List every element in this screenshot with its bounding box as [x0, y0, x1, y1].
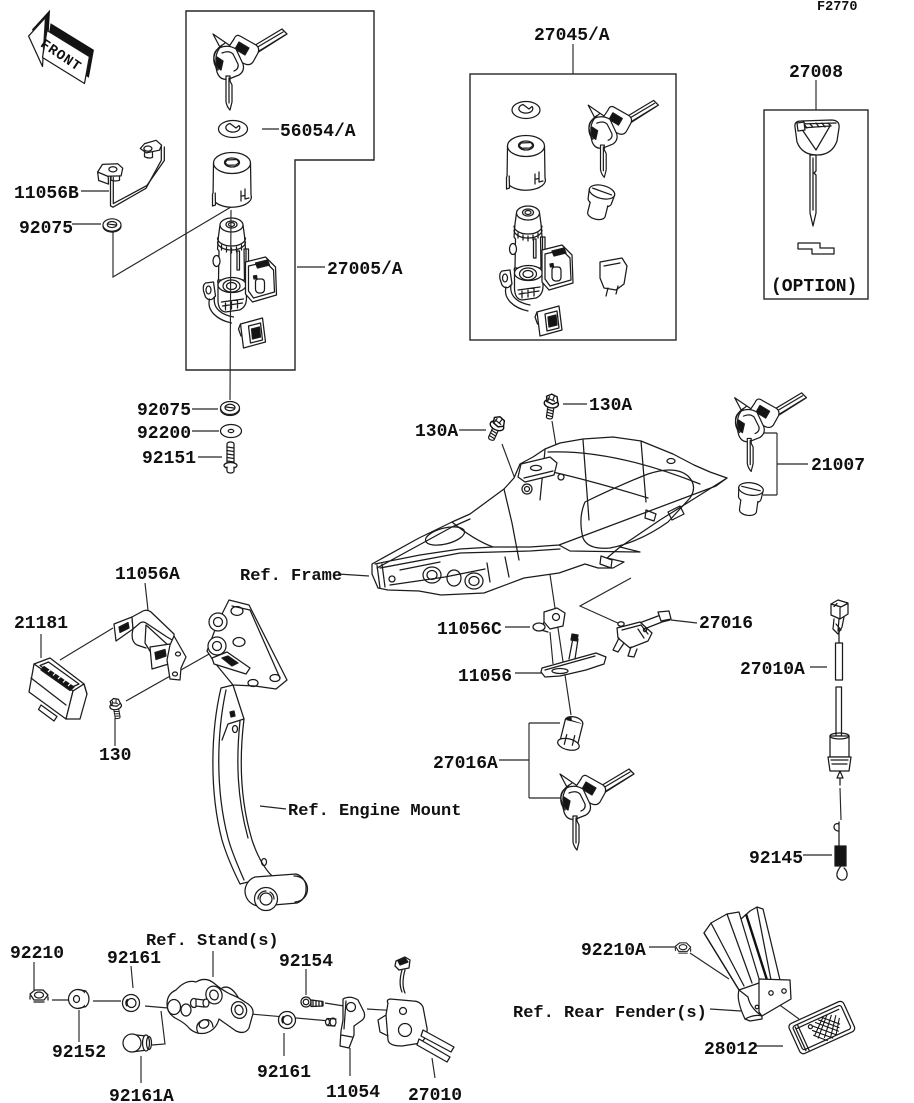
svg-text:21007: 21007	[811, 456, 865, 476]
svg-text:F2770: F2770	[817, 0, 858, 15]
svg-text:27010: 27010	[408, 1086, 462, 1103]
svg-text:92200: 92200	[137, 424, 191, 444]
svg-text:92075: 92075	[137, 401, 191, 421]
svg-text:27010A: 27010A	[740, 660, 805, 680]
svg-text:56054/A: 56054/A	[280, 122, 356, 142]
svg-text:27005/A: 27005/A	[327, 260, 403, 280]
svg-text:Ref. Engine Mount: Ref. Engine Mount	[288, 802, 461, 821]
svg-text:21181: 21181	[14, 614, 68, 634]
svg-text:Ref. Frame: Ref. Frame	[240, 567, 342, 586]
svg-text:92152: 92152	[52, 1043, 106, 1063]
svg-text:130A: 130A	[589, 396, 632, 416]
svg-text:92161: 92161	[257, 1063, 311, 1083]
svg-text:Ref. Stand(s): Ref. Stand(s)	[146, 932, 279, 951]
svg-text:92075: 92075	[19, 219, 73, 239]
svg-text:92161A: 92161A	[109, 1087, 174, 1103]
svg-text:27045/A: 27045/A	[534, 26, 610, 46]
svg-text:28012: 28012	[704, 1040, 758, 1060]
svg-text:92161: 92161	[107, 949, 161, 969]
svg-text:11056C: 11056C	[437, 620, 502, 640]
svg-text:130A: 130A	[415, 422, 458, 442]
svg-text:27016A: 27016A	[433, 754, 498, 774]
svg-text:27008: 27008	[789, 63, 843, 83]
svg-text:92154: 92154	[279, 952, 333, 972]
svg-text:Ref. Rear Fender(s): Ref. Rear Fender(s)	[513, 1004, 707, 1023]
svg-text:11056: 11056	[458, 667, 512, 687]
svg-text:92151: 92151	[142, 449, 196, 469]
svg-text:27016: 27016	[699, 614, 753, 634]
svg-text:92210: 92210	[10, 944, 64, 964]
svg-text:92210A: 92210A	[581, 941, 646, 961]
svg-text:11054: 11054	[326, 1083, 380, 1103]
svg-text:(OPTION): (OPTION)	[771, 277, 857, 297]
svg-text:130: 130	[99, 746, 131, 766]
svg-text:11056A: 11056A	[115, 565, 180, 585]
svg-text:11056B: 11056B	[14, 184, 79, 204]
svg-text:92145: 92145	[749, 849, 803, 869]
